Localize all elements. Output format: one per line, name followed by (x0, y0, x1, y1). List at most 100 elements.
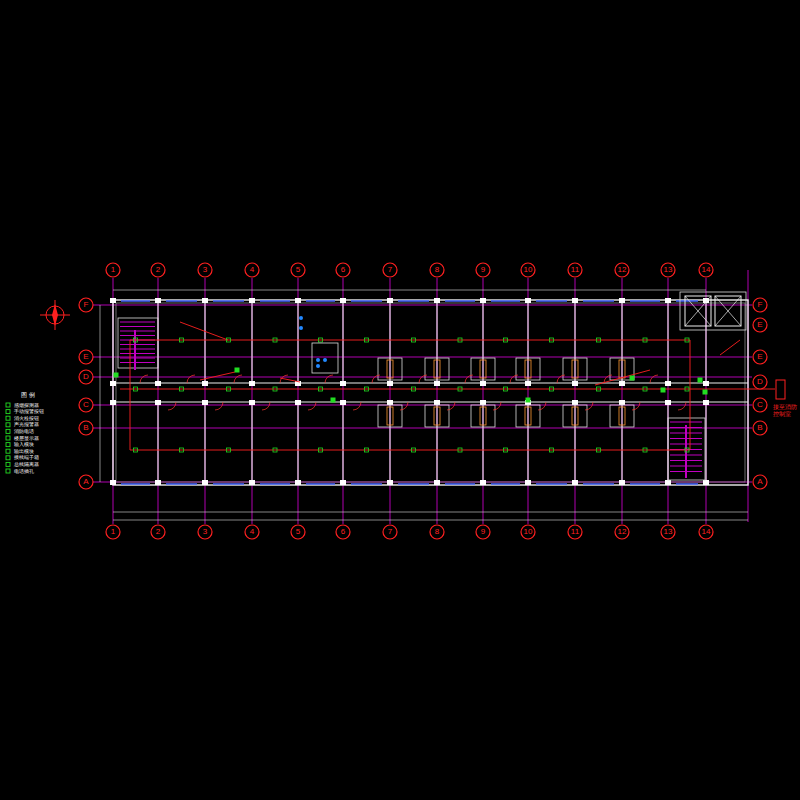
axis-bubble (753, 350, 767, 364)
elevator-shaft (680, 292, 746, 330)
partition-wall (667, 300, 668, 383)
door (434, 360, 440, 378)
door-swing (419, 375, 427, 383)
column (295, 400, 301, 405)
partition-wall (621, 300, 622, 383)
bathroom (471, 358, 495, 380)
axis-label: 8 (435, 266, 439, 274)
window (351, 300, 382, 302)
smoke-detector (180, 448, 184, 452)
legend-symbol (6, 462, 10, 466)
window (676, 483, 698, 485)
axis-bubble (521, 263, 535, 277)
door-swing (372, 375, 380, 383)
grid-line (93, 305, 752, 306)
window (676, 300, 698, 302)
window (583, 300, 614, 302)
alarm-module (235, 368, 240, 373)
stair-tread (120, 344, 155, 345)
door (525, 360, 531, 378)
column (387, 480, 393, 485)
axis-bubble (753, 475, 767, 489)
axis-bubble (336, 263, 350, 277)
axis-label: 7 (388, 266, 392, 274)
axis-label: E (757, 353, 762, 361)
axis-bubble (291, 263, 305, 277)
smoke-detector (319, 448, 323, 452)
bathroom (425, 405, 449, 427)
axis-bubble (476, 263, 490, 277)
door-swing (325, 375, 333, 383)
legend-symbol (6, 410, 10, 414)
window (351, 483, 382, 485)
wiring (690, 340, 691, 450)
axis-bubble (430, 263, 444, 277)
wiring (720, 340, 740, 355)
window (398, 483, 429, 485)
column (340, 381, 346, 386)
wiring (120, 389, 775, 390)
axis-bubble (568, 525, 582, 539)
smoke-detector (504, 448, 508, 452)
door (480, 407, 486, 425)
wiring (180, 322, 228, 340)
column (434, 480, 440, 485)
smoke-detector (550, 387, 554, 391)
axis-bubble (291, 525, 305, 539)
axis-bubble (521, 525, 535, 539)
door (387, 407, 393, 425)
alarm-module (703, 390, 708, 395)
legend-text: 接线端子箱 (14, 455, 39, 460)
axis-bubble (615, 525, 629, 539)
bathroom (610, 405, 634, 427)
axis-label: E (757, 321, 762, 329)
stair-tread (120, 335, 155, 336)
partition-wall (342, 300, 343, 383)
window (491, 300, 520, 302)
column (572, 400, 578, 405)
legend-text: 总线隔离器 (14, 462, 39, 467)
column (155, 400, 161, 405)
window (398, 300, 429, 302)
window (583, 483, 614, 485)
partition-wall (527, 402, 528, 485)
column (202, 480, 208, 485)
smoke-detector (412, 387, 416, 391)
column (434, 298, 440, 303)
door (619, 407, 625, 425)
column (665, 480, 671, 485)
wiring (130, 340, 131, 450)
smoke-detector (227, 387, 231, 391)
column (249, 480, 255, 485)
stair-tread (120, 349, 155, 350)
axis-bubble (383, 263, 397, 277)
column (387, 298, 393, 303)
stair-tread (670, 422, 702, 423)
window (260, 300, 290, 302)
door-swing (493, 402, 501, 410)
bathroom (471, 405, 495, 427)
axis-bubble (79, 475, 93, 489)
partition-wall (389, 402, 390, 485)
column (110, 381, 116, 386)
elevator (715, 296, 741, 326)
stair-tread (120, 362, 155, 363)
column (665, 400, 671, 405)
wiring (130, 450, 690, 451)
column (110, 400, 116, 405)
legend-text: 消火栓按钮 (14, 416, 39, 421)
axis-bubble (106, 525, 120, 539)
axis-bubble (151, 525, 165, 539)
axis-bubble (753, 421, 767, 435)
axis-bubble (79, 298, 93, 312)
axis-label: 11 (571, 528, 579, 536)
column (434, 381, 440, 386)
fixture (299, 316, 303, 320)
corridor-wall (113, 401, 748, 402)
partition-wall (705, 300, 706, 383)
axis-bubble (699, 525, 713, 539)
column (340, 298, 346, 303)
smoke-detector (319, 387, 323, 391)
smoke-detector (273, 448, 277, 452)
axis-label: 14 (702, 528, 711, 536)
